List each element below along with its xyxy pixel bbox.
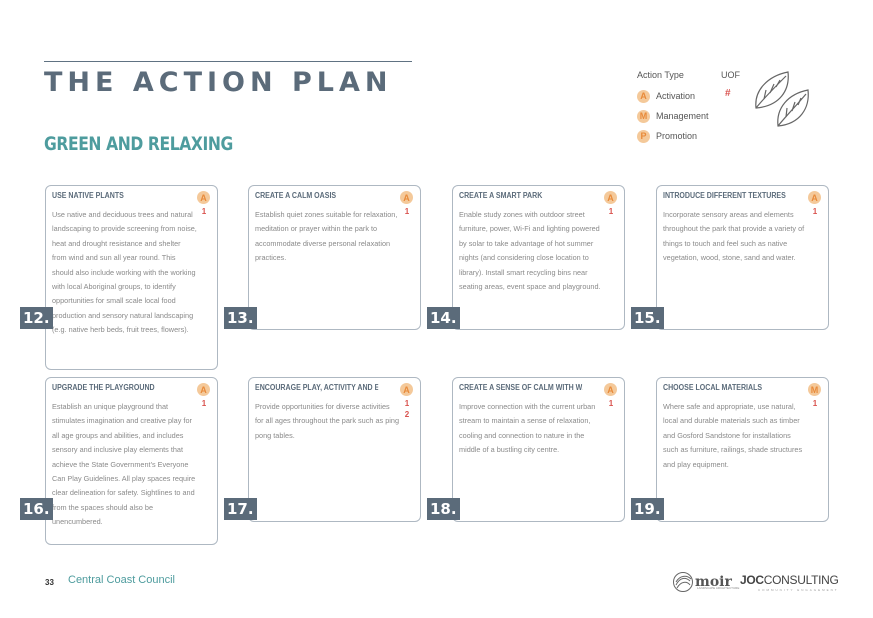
legend-label: Management — [656, 111, 709, 121]
legend-label: Activation — [656, 91, 696, 101]
legend-item-activation: A Activation — [637, 89, 695, 103]
uof-number: 1 — [608, 399, 614, 408]
card-title: CREATE A SMART PARK — [459, 191, 543, 200]
page-number: 33 — [45, 578, 54, 587]
card-body: Where safe and appropriate, use natural,… — [663, 402, 803, 469]
joc-tagline: COMMUNITY ENGAGEMENT — [757, 588, 839, 592]
action-card-14: CREATE A SMART PARK A 1 Enable study zon… — [452, 185, 625, 330]
action-number-17: 17. — [224, 498, 257, 520]
card-body: Provide opportunities for diverse activi… — [255, 402, 400, 440]
council-name: Central Coast Council — [68, 574, 175, 586]
action-number-15: 15. — [631, 307, 664, 329]
uof-number: 1 — [201, 207, 207, 216]
card-title: UPGRADE THE PLAYGROUND — [52, 383, 155, 392]
moir-tagline: LANDSCAPE ARCHITECTURE — [697, 586, 740, 590]
action-type-badge: A — [197, 383, 210, 396]
action-number-14: 14. — [427, 307, 460, 329]
action-number-19: 19. — [631, 498, 664, 520]
legend-action-type-header: Action Type — [637, 70, 684, 80]
uof-number: 1 2 — [404, 399, 410, 419]
uof-number: 1 — [201, 399, 207, 408]
action-number-12: 12. — [20, 307, 53, 329]
action-type-badge: A — [197, 191, 210, 204]
card-body: Incorporate sensory areas and elements t… — [663, 210, 805, 263]
card-body: Establish quiet zones suitable for relax… — [255, 210, 398, 263]
moir-wordmark: moir — [695, 574, 732, 590]
legend-label: Promotion — [656, 131, 698, 141]
joc-wordmark-rest: CONSULTING — [763, 573, 839, 587]
card-title: INTRODUCE DIFFERENT TEXTURES — [663, 191, 786, 200]
uof-number: 1 — [812, 207, 818, 216]
page-title: THE ACTION PLAN — [44, 67, 393, 98]
joc-consulting-logo: JOCCONSULTING COMMUNITY ENGAGEMENT — [740, 573, 839, 592]
uof-number: 1 — [812, 399, 818, 408]
action-card-18: CREATE A SENSE OF CALM WITH WATER A 1 Im… — [452, 377, 625, 522]
action-card-16: UPGRADE THE PLAYGROUND A 1 Establish an … — [45, 377, 218, 545]
action-type-legend: Action Type UOF A Activation # M Managem… — [637, 70, 787, 150]
card-body: Establish an unique playground that stim… — [52, 402, 196, 527]
action-type-badge: A — [808, 191, 821, 204]
card-body: Enable study zones with outdoor street f… — [459, 210, 601, 292]
action-type-badge: A — [604, 191, 617, 204]
action-card-13: CREATE A CALM OASIS A 1 Establish quiet … — [248, 185, 421, 330]
legend-uof-header: UOF — [721, 70, 740, 80]
uof-number: 1 — [404, 207, 410, 216]
action-number-16: 16. — [20, 498, 53, 520]
section-title: GREEN AND RELAXING — [44, 133, 233, 155]
legend-badge: P — [637, 129, 650, 143]
action-type-badge: A — [604, 383, 617, 396]
card-title: ENCOURAGE PLAY, ACTIVITY AND EXPLORATION — [255, 383, 378, 392]
action-number-18: 18. — [427, 498, 460, 520]
card-title: CHOOSE LOCAL MATERIALS — [663, 383, 763, 392]
action-type-badge: A — [400, 383, 413, 396]
card-title: CREATE A SENSE OF CALM WITH WATER — [459, 383, 582, 392]
action-card-15: INTRODUCE DIFFERENT TEXTURES A 1 Incorpo… — [656, 185, 829, 330]
card-title: CREATE A CALM OASIS — [255, 191, 337, 200]
title-rule — [44, 61, 412, 62]
action-card-19: CHOOSE LOCAL MATERIALS M 1 Where safe an… — [656, 377, 829, 522]
legend-badge: A — [637, 89, 650, 103]
uof-number: 1 — [608, 207, 614, 216]
action-number-13: 13. — [224, 307, 257, 329]
leaf-icon — [755, 71, 809, 127]
legend-badge: M — [637, 109, 650, 123]
action-card-12: USE NATIVE PLANTS A 1 Use native and dec… — [45, 185, 218, 370]
legend-uof-symbol: # — [725, 88, 731, 99]
action-card-17: ENCOURAGE PLAY, ACTIVITY AND EXPLORATION… — [248, 377, 421, 522]
card-body: Use native and deciduous trees and natur… — [52, 210, 197, 335]
legend-item-management: M Management — [637, 109, 709, 123]
action-type-badge: A — [400, 191, 413, 204]
card-body: Improve connection with the current urba… — [459, 402, 596, 455]
legend-item-promotion: P Promotion — [637, 129, 697, 143]
moir-swirl-icon — [673, 572, 693, 592]
card-title: USE NATIVE PLANTS — [52, 191, 124, 200]
action-type-badge: M — [808, 383, 821, 396]
moir-logo: moir LANDSCAPE ARCHITECTURE — [672, 571, 739, 593]
joc-wordmark-bold: JOC — [740, 573, 764, 587]
